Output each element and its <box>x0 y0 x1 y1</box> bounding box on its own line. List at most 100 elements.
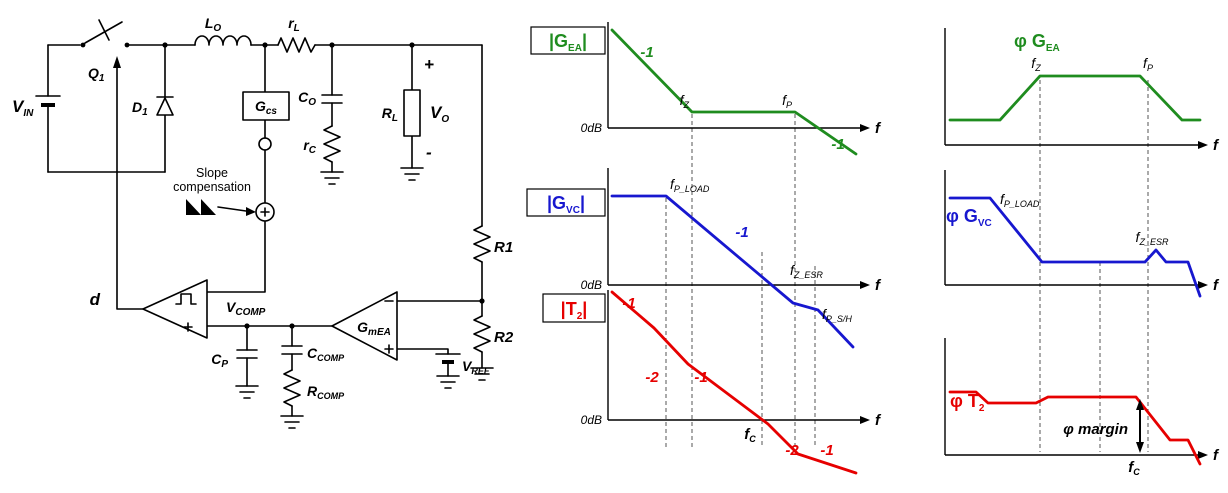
co-label: CO <box>298 89 316 108</box>
fp-label: fP <box>782 92 792 110</box>
axes <box>607 168 860 286</box>
zero-db-label: 0dB <box>581 413 602 427</box>
plot-phase-gvc: f φ GVC fP_LOAD fZ_ESR <box>944 170 1220 298</box>
fz-esr-label: fZ_ESR <box>1136 229 1169 247</box>
f-axis-label: f <box>875 120 882 137</box>
t2-phase-title: φ T2 <box>950 391 985 414</box>
sawtooth-icon <box>186 199 216 215</box>
freq-guides-mag <box>665 114 816 448</box>
comparator-plus-icon <box>183 322 193 332</box>
latch-icon <box>175 293 197 305</box>
ccomp-capacitor <box>281 345 303 355</box>
vcomp-label: VCOMP <box>226 299 266 318</box>
pwm-comparator <box>142 279 208 339</box>
phase-margin-arrow <box>1136 399 1144 453</box>
gvc-title-box <box>526 188 606 217</box>
ground-symbol <box>400 167 424 181</box>
ground-symbol <box>280 415 304 429</box>
slope-arrow <box>217 206 247 212</box>
gvc-slope: -1 <box>735 224 748 241</box>
vref-label: VREF <box>462 358 490 376</box>
cp-label: CP <box>211 351 228 370</box>
t2-slope-4: -2 <box>785 442 799 459</box>
gea-phase-title: φ GEA <box>1014 31 1060 54</box>
x-axis-arrow <box>1198 281 1208 289</box>
vo-label: VO <box>430 103 449 125</box>
plot-phase-gea: f φ GEA fZ fP <box>944 28 1220 154</box>
t2-mag-curve <box>610 290 858 475</box>
rl-series-label: rL <box>288 15 300 34</box>
bode-magnitude-plots: 0dB f |GEA| -1 -1 fZ fP 0dB f |GVC| fP_L… <box>526 22 882 475</box>
rl-load-label: RL <box>382 105 398 124</box>
fz-label: fZ <box>680 92 690 110</box>
axes <box>944 28 1198 146</box>
gvc-phase-curve <box>948 196 1202 298</box>
d1-diode <box>156 96 174 116</box>
lo-label: LO <box>205 15 222 34</box>
q1-label: Q1 <box>88 65 105 84</box>
t2-phase-curve <box>948 390 1202 466</box>
axes <box>944 338 1198 456</box>
phase-margin-label: φ margin <box>1063 421 1128 438</box>
bode-phase-plots: f φ GEA fZ fP f φ GVC fP_LOAD fZ_ESR f φ… <box>944 28 1220 477</box>
r2-label: R2 <box>494 329 514 346</box>
rcomp-resistor <box>283 369 301 407</box>
schematic-wires <box>47 44 483 417</box>
freq-guides-phase <box>1039 80 1149 452</box>
gvc-mag-curve <box>610 194 855 349</box>
axes <box>607 290 860 421</box>
ground-symbol <box>320 171 344 185</box>
x-axis-arrow <box>860 416 870 424</box>
f-axis-label: f <box>1213 277 1220 294</box>
fz-esr-label: fZ_ESR <box>790 262 823 280</box>
gcs-label: Gcs <box>255 98 277 117</box>
junction-dots <box>162 42 485 329</box>
x-axis-arrow <box>1198 451 1208 459</box>
fz-label: fZ <box>1031 55 1041 73</box>
f-axis-label: f <box>1213 137 1220 154</box>
gea-mag-curve <box>610 28 858 156</box>
fp-label: fP <box>1143 55 1153 73</box>
plot-mag-gvc: 0dB f |GVC| fP_LOAD -1 fZ_ESR fP_S/H <box>526 168 882 349</box>
co-capacitor <box>321 94 343 104</box>
gea-slope-out: -1 <box>831 136 844 153</box>
gmea-label: GmEA <box>357 319 391 338</box>
t2-slope-2: -2 <box>645 369 659 386</box>
fp-load-label: fP_LOAD <box>1000 191 1040 209</box>
vo-minus: - <box>426 143 432 162</box>
rl-load-resistor <box>403 89 421 137</box>
zero-db-label: 0dB <box>581 121 602 135</box>
vo-plus: + <box>424 55 434 74</box>
gea-mag-title: |GEA| <box>549 31 587 54</box>
fp-sh-label: fP_S/H <box>822 306 852 324</box>
q1-switch <box>80 19 130 68</box>
current-sense-loop <box>258 137 272 151</box>
d1-label: D1 <box>132 99 148 118</box>
gea-title-box <box>530 26 606 55</box>
gea-slope-in: -1 <box>640 44 653 61</box>
slope-comp-label-2: compensation <box>173 180 251 194</box>
vin-source <box>35 95 61 107</box>
t2-slope-3: -1 <box>694 369 707 386</box>
rcomp-label: RCOMP <box>307 383 345 401</box>
ground-symbol <box>470 367 494 381</box>
gcs-block <box>242 91 290 121</box>
x-axis-arrow <box>1198 141 1208 149</box>
vin-label: VIN <box>12 97 34 119</box>
zero-db-label: 0dB <box>581 278 602 292</box>
lo-inductor <box>194 35 252 46</box>
plot-mag-gea: 0dB f |GEA| -1 -1 fZ fP <box>530 22 882 156</box>
t2-title-box <box>542 293 606 323</box>
gmea-plus-icon <box>384 344 394 354</box>
duty-label: d <box>90 290 101 309</box>
gate-drive-arrow <box>113 56 121 68</box>
r1-resistor <box>473 225 491 263</box>
r1-label: R1 <box>494 239 513 256</box>
rc-label: rC <box>303 137 316 156</box>
r2-resistor <box>473 315 491 353</box>
t2-mag-title: |T2| <box>561 299 588 322</box>
gvc-mag-title: |GVC| <box>547 193 585 216</box>
fp-load-label: fP_LOAD <box>670 176 710 194</box>
